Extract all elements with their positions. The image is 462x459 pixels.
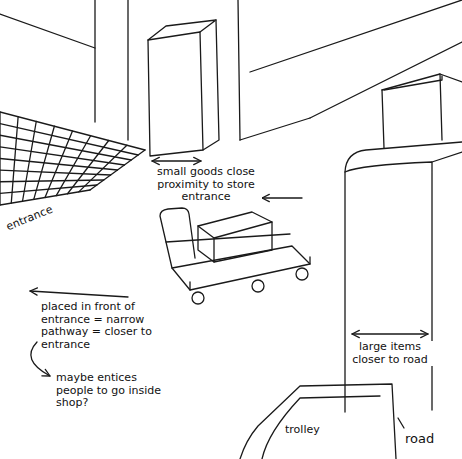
trolley-seat [240,384,396,459]
large-goods-stack [345,74,462,412]
trolley-deck [190,257,310,290]
trolley-handle [160,208,195,268]
trolley-box [198,222,272,262]
trolley-deck [172,246,310,290]
handwritten-note: large items closer to road [347,341,433,366]
flatbed-trolley [160,208,310,304]
trolley-seat [262,396,380,459]
floor-tile-line [90,150,145,190]
wall-edge [238,0,240,140]
width-arrow [152,160,201,161]
floor-tile-line [0,159,118,171]
box-top [384,76,442,90]
trolley-box [198,212,272,262]
width-arrow [352,333,428,334]
floor-tile-line [0,180,104,182]
large-box [345,142,462,412]
wall-edge [94,0,95,122]
wall-edge [0,14,95,48]
tiled-floor [0,112,145,205]
pointer-arrow [262,197,302,198]
box-top [382,74,462,90]
box-side [203,20,219,150]
large-box [345,162,432,410]
large-box [432,152,462,162]
handwritten-note: placed in front of entrance = narrow pat… [40,301,156,352]
wheel [252,280,264,292]
roof-edge [310,42,462,118]
wall-edge [127,0,128,140]
wall-edge [240,118,310,140]
box-top [148,20,216,40]
floor-tile-line [0,190,90,205]
handwritten-note: maybe entices people to go inside shop? [55,372,169,410]
leader-line [398,418,404,428]
handwritten-note: road [404,432,435,447]
handwritten-note: trolley [284,424,321,437]
box-edge [382,74,442,148]
pointer-arrow [30,291,128,297]
handwritten-note: entrance [4,203,56,234]
wheel [192,292,204,304]
box-face [148,32,203,156]
handwritten-note: small goods close proximity to store ent… [150,166,262,204]
floor-tile-line [0,170,111,175]
roof-edge [250,0,462,72]
wheel [296,268,308,280]
floor-tile-line [0,185,97,193]
building-wall [0,0,462,140]
shopping-trolley [240,384,404,459]
